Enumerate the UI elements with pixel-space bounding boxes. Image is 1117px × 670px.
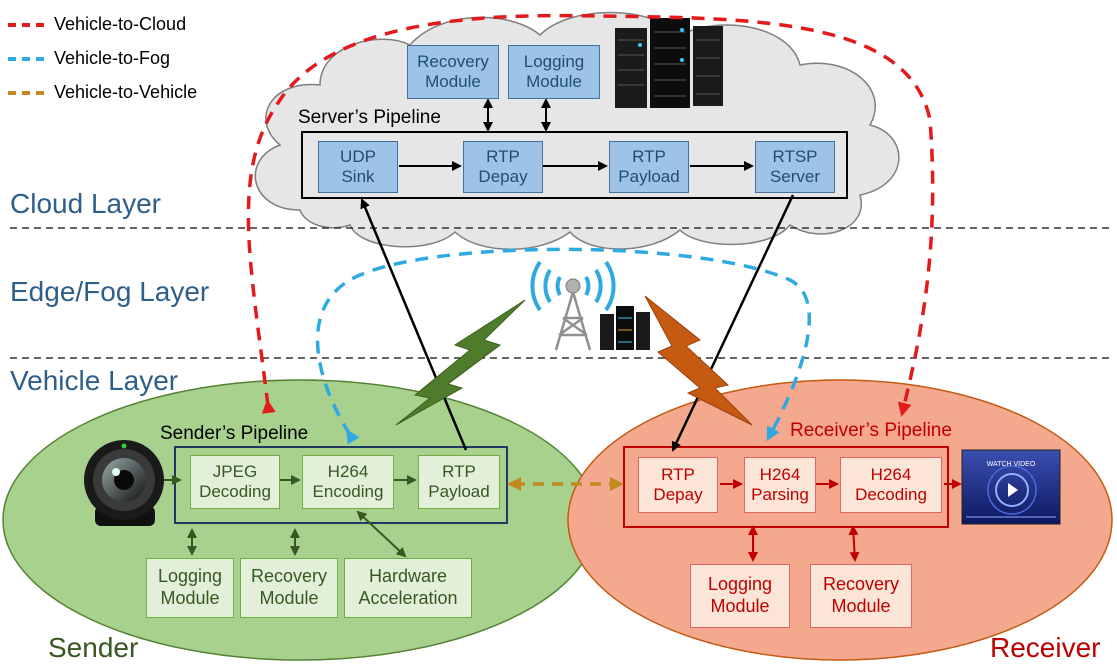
receiver-logging-module: Logging Module: [690, 564, 790, 628]
v2c-legend-swatch: [8, 22, 44, 27]
sender-lightning-icon: [395, 299, 526, 426]
fog-server-icon: [600, 306, 650, 350]
receiver-recovery-module: Recovery Module: [810, 564, 912, 628]
hardware-acceleration-module: Hardware Acceleration: [344, 558, 472, 618]
cloud-recovery-module: Recovery Module: [407, 45, 499, 99]
h264-decoding-stage: H264 Decoding: [840, 457, 942, 513]
rtsp-server-stage: RTSP Server: [755, 141, 835, 193]
server-rtp-depay-stage: RTP Depay: [463, 141, 543, 193]
udp-sink-stage: UDP Sink: [318, 141, 398, 193]
v2f-path: [315, 247, 812, 445]
server-rack-icon: [615, 18, 723, 108]
cloud-layer-label: Cloud Layer: [10, 188, 161, 219]
server-pipeline-title: Server’s Pipeline: [298, 107, 441, 128]
v2f-legend-swatch: [8, 56, 44, 61]
h264-encoding-stage: H264 Encoding: [302, 455, 394, 509]
sender-logging-module: Logging Module: [146, 558, 234, 618]
video-player-icon: WATCH VIDEO: [961, 449, 1061, 525]
sender-label: Sender: [48, 632, 139, 663]
video-player-caption: WATCH VIDEO: [987, 461, 1036, 468]
h264-parsing-stage: H264 Parsing: [744, 457, 816, 513]
receiver-rtp-depay-stage: RTP Depay: [638, 457, 718, 513]
server-pipeline-box: [301, 131, 848, 199]
legend-item-v2v: Vehicle-to-Vehicle: [8, 82, 197, 103]
legend-item-v2f: Vehicle-to-Fog: [8, 48, 170, 69]
legend-label-v2f: Vehicle-to-Fog: [54, 48, 171, 68]
jpeg-decoding-stage: JPEG Decoding: [190, 455, 280, 509]
vehicle-layer-label: Vehicle Layer: [10, 365, 179, 396]
receiver-label: Receiver: [990, 632, 1101, 663]
webcam-icon: [84, 440, 164, 526]
receiver-pipeline-title: Receiver’s Pipeline: [790, 420, 952, 441]
sender-pipeline-title: Sender’s Pipeline: [160, 423, 309, 444]
v2v-legend-swatch: [8, 90, 44, 95]
legend-item-v2c: Vehicle-to-Cloud: [8, 14, 186, 35]
cloud-logging-module: Logging Module: [508, 45, 600, 99]
receiver-pipeline-box: [623, 446, 949, 528]
sender-rtp-payload-stage: RTP Payload: [418, 455, 500, 509]
fog-layer-label: Edge/Fog Layer: [10, 276, 210, 307]
server-rtp-payload-stage: RTP Payload: [609, 141, 689, 193]
receiver-lightning-icon: [644, 295, 753, 426]
antenna-tower-icon: [530, 260, 616, 351]
sender-recovery-module: Recovery Module: [240, 558, 338, 618]
legend-label-v2v: Vehicle-to-Vehicle: [54, 82, 198, 102]
legend-label-v2c: Vehicle-to-Cloud: [54, 14, 187, 34]
